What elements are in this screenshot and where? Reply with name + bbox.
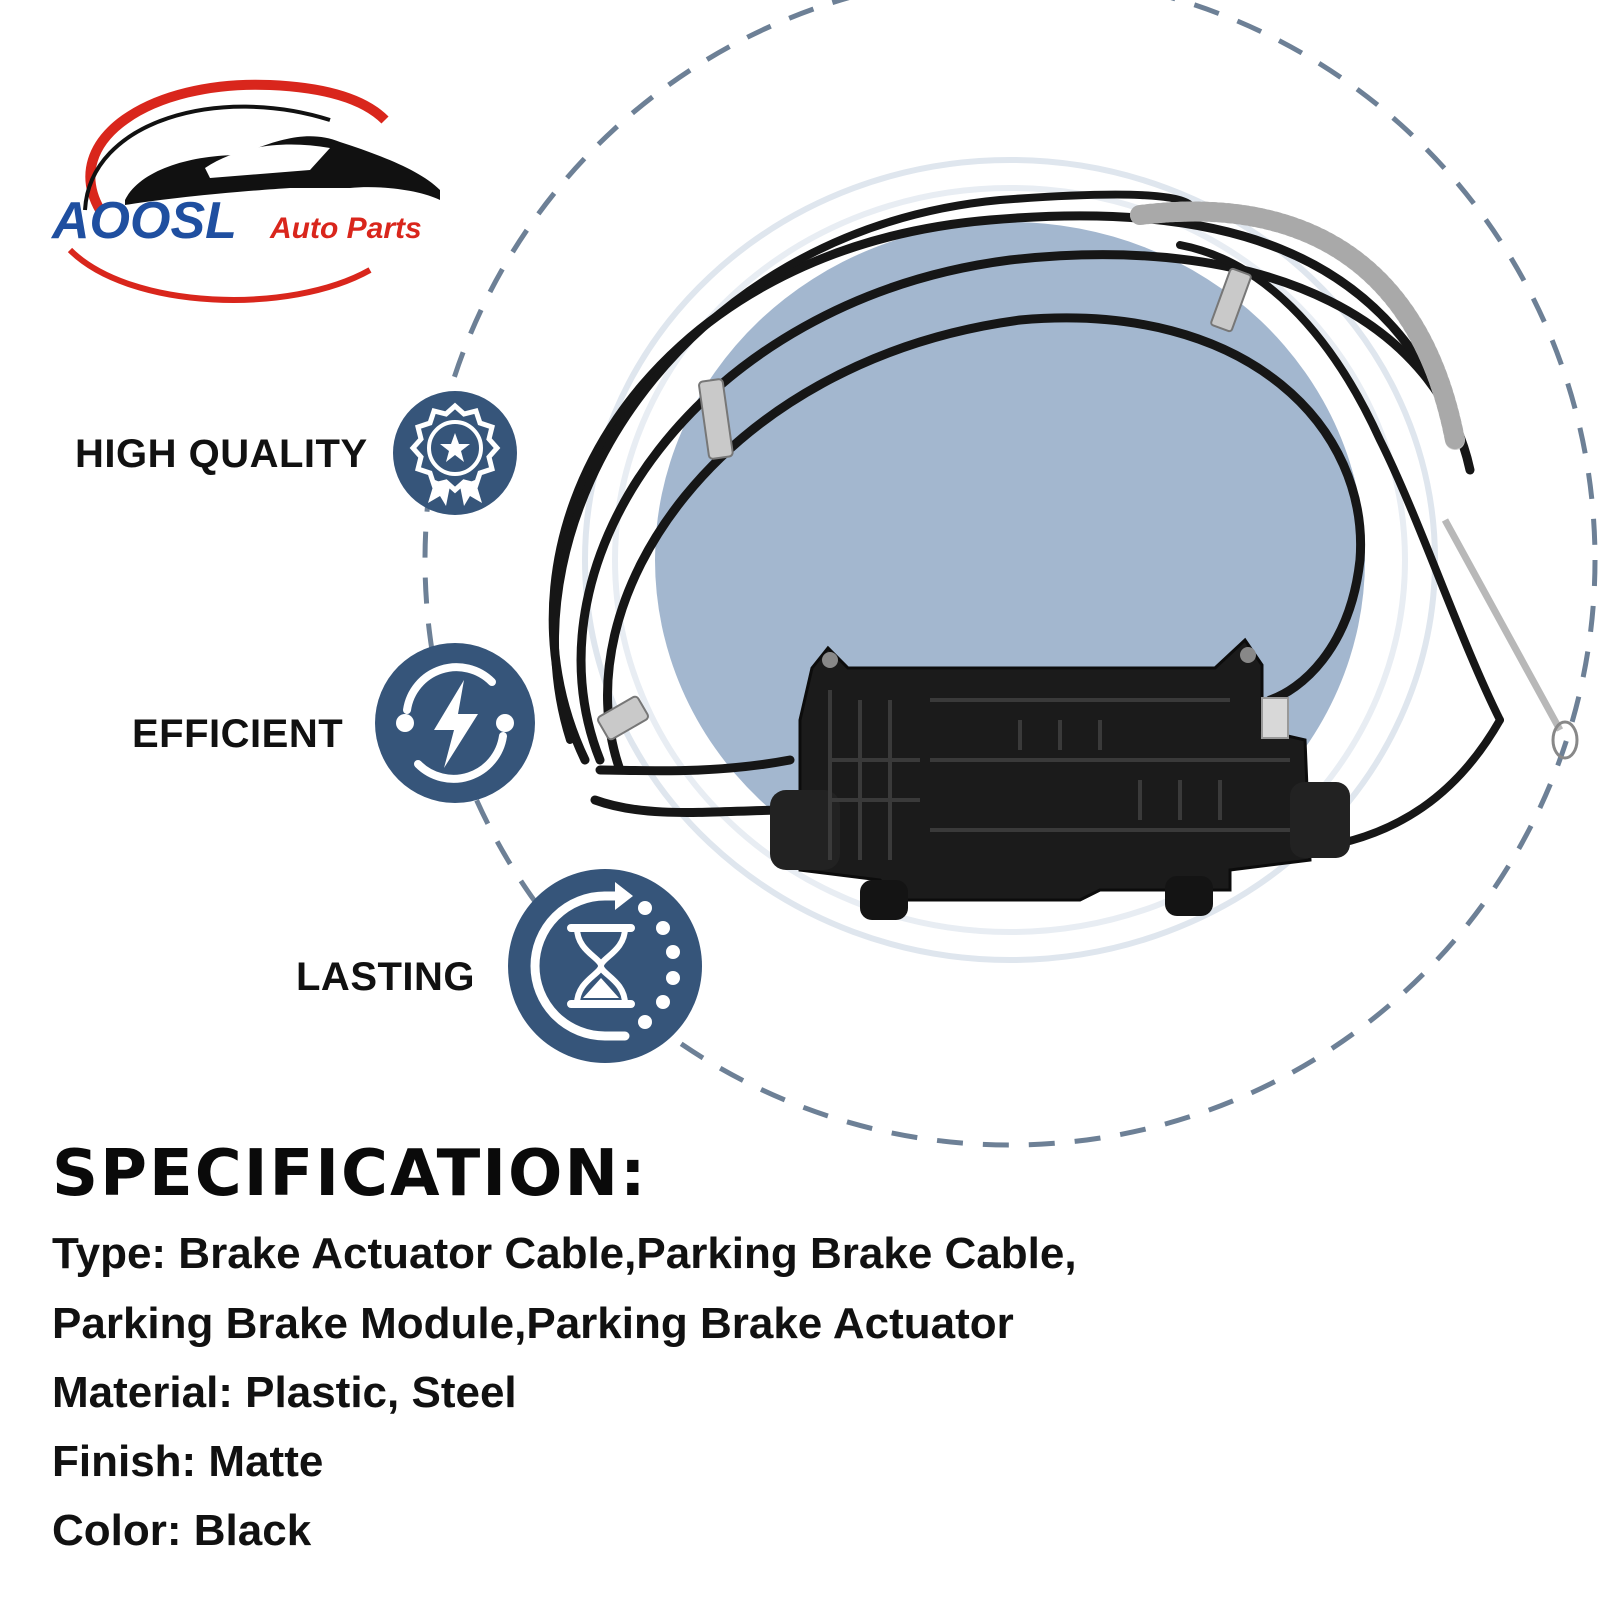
- cable-brackets: [597, 267, 1252, 741]
- spec-line-type: Type: Brake Actuator Cable,Parking Brake…: [52, 1229, 1077, 1278]
- logo-swoosh-red: [85, 79, 389, 213]
- logo-tagline: Auto Parts: [269, 212, 422, 245]
- bare-cable-end: [1441, 518, 1564, 732]
- spec-line-type-continued: Parking Brake Module,Parking Brake Actua…: [52, 1299, 1014, 1348]
- spec-line-color: Color: Black: [52, 1506, 312, 1555]
- feature-label-high-quality: HIGH QUALITY: [75, 432, 368, 476]
- brand-logo: AOOSL Auto Parts: [50, 79, 440, 303]
- actuator-module: [770, 637, 1350, 920]
- lightning-bolt-icon: [375, 643, 535, 803]
- specification-heading: SPECIFICATION:: [52, 1137, 648, 1211]
- backdrop-ring-mid: [612, 185, 1408, 935]
- brake-cables: [548, 190, 1504, 854]
- hourglass-icon: [508, 869, 702, 1063]
- feature-label-efficient: EFFICIENT: [132, 712, 344, 756]
- spec-line-material: Material: Plastic, Steel: [52, 1368, 517, 1417]
- dashed-orbit-circle: [422, 0, 1598, 1148]
- logo-brand-name: AOOSL: [50, 192, 237, 250]
- feature-label-lasting: LASTING: [296, 955, 476, 999]
- spec-line-finish: Finish: Matte: [52, 1437, 324, 1486]
- award-ribbon-star-icon: [393, 391, 517, 515]
